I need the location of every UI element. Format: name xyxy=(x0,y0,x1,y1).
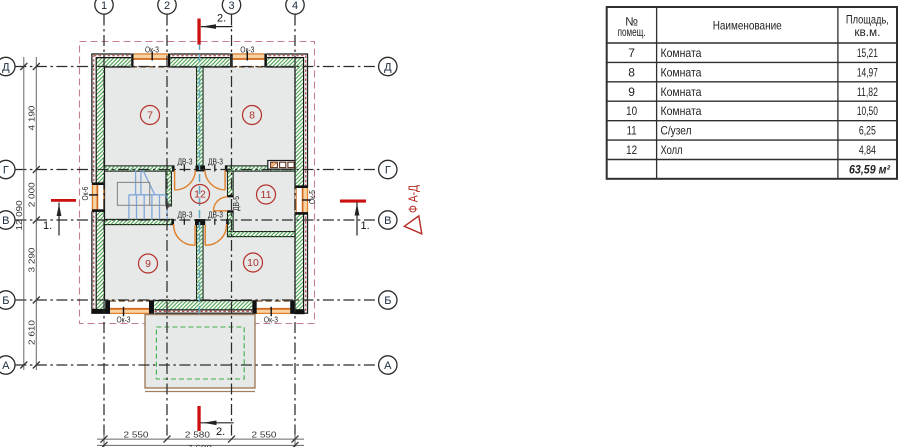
svg-text:С/узел: С/узел xyxy=(661,124,692,138)
svg-text:7: 7 xyxy=(628,46,635,60)
svg-text:Д: Д xyxy=(384,62,392,74)
svg-text:11: 11 xyxy=(627,124,637,138)
svg-text:кв.м.: кв.м. xyxy=(854,25,880,39)
svg-text:ДВ-3: ДВ-3 xyxy=(208,157,223,166)
svg-text:Ок-3: Ок-3 xyxy=(145,45,159,54)
svg-text:Д: Д xyxy=(2,62,10,74)
svg-text:9: 9 xyxy=(628,85,635,99)
svg-text:12 090: 12 090 xyxy=(15,200,24,231)
svg-text:Г: Г xyxy=(3,165,9,177)
svg-text:1: 1 xyxy=(101,0,107,12)
svg-text:Площадь,: Площадь, xyxy=(846,13,889,27)
svg-text:помещ.: помещ. xyxy=(618,25,646,39)
svg-text:Комната: Комната xyxy=(661,85,702,99)
svg-text:4,84: 4,84 xyxy=(859,143,876,157)
svg-text:1.: 1. xyxy=(361,220,370,232)
svg-text:Комната: Комната xyxy=(661,104,702,118)
svg-text:8: 8 xyxy=(628,65,635,79)
svg-text:Б: Б xyxy=(2,295,9,307)
svg-text:Холл: Холл xyxy=(661,143,683,157)
svg-text:Ок-6: Ок-6 xyxy=(81,186,90,200)
svg-text:12: 12 xyxy=(626,143,637,157)
svg-text:3: 3 xyxy=(228,0,234,12)
svg-text:3 290: 3 290 xyxy=(27,247,36,273)
svg-text:11,82: 11,82 xyxy=(857,85,878,99)
svg-text:Г: Г xyxy=(385,165,391,177)
svg-text:2 580: 2 580 xyxy=(185,430,211,439)
svg-text:Б: Б xyxy=(384,295,391,307)
svg-text:14,97: 14,97 xyxy=(857,65,878,79)
svg-text:8: 8 xyxy=(249,110,255,122)
svg-text:Ок-5: Ок-5 xyxy=(308,190,317,204)
svg-text:6,25: 6,25 xyxy=(859,124,876,138)
svg-text:Ок-3: Ок-3 xyxy=(117,316,131,325)
svg-text:ДВ-3: ДВ-3 xyxy=(208,211,223,220)
svg-text:В: В xyxy=(2,215,9,227)
svg-text:2.: 2. xyxy=(217,13,226,25)
svg-text:Ф А-Д: Ф А-Д xyxy=(407,185,421,213)
svg-text:Комната: Комната xyxy=(661,46,702,60)
svg-text:10: 10 xyxy=(626,104,637,118)
svg-text:Ок-3: Ок-3 xyxy=(240,45,254,54)
svg-text:А: А xyxy=(384,360,392,372)
svg-text:63,59 м²: 63,59 м² xyxy=(849,163,891,177)
svg-text:9: 9 xyxy=(145,258,151,270)
svg-text:ДВ-3: ДВ-3 xyxy=(178,211,193,220)
svg-text:1.: 1. xyxy=(43,220,52,232)
svg-text:2.: 2. xyxy=(216,426,225,438)
svg-text:11: 11 xyxy=(261,189,272,201)
svg-text:7 680: 7 680 xyxy=(187,444,213,447)
svg-text:2: 2 xyxy=(164,0,170,12)
svg-text:ДВ-5: ДВ-5 xyxy=(232,196,241,211)
svg-text:№: № xyxy=(625,15,638,29)
svg-text:4: 4 xyxy=(292,0,298,12)
svg-text:7: 7 xyxy=(147,110,153,122)
svg-text:Комната: Комната xyxy=(661,65,702,79)
svg-text:Наименование: Наименование xyxy=(713,19,782,33)
svg-text:Ок-3: Ок-3 xyxy=(264,316,278,325)
svg-text:ДВ-3: ДВ-3 xyxy=(178,157,193,166)
svg-text:2 550: 2 550 xyxy=(252,430,278,439)
svg-text:2 610: 2 610 xyxy=(27,319,36,345)
svg-text:А: А xyxy=(2,360,10,372)
svg-text:15,21: 15,21 xyxy=(857,46,878,60)
svg-text:В: В xyxy=(384,215,391,227)
svg-text:12: 12 xyxy=(194,189,206,201)
svg-text:2 000: 2 000 xyxy=(27,182,36,208)
svg-text:4 190: 4 190 xyxy=(27,105,36,131)
svg-text:2 550: 2 550 xyxy=(124,430,150,439)
svg-text:10: 10 xyxy=(247,257,259,269)
svg-text:10,50: 10,50 xyxy=(857,104,878,118)
